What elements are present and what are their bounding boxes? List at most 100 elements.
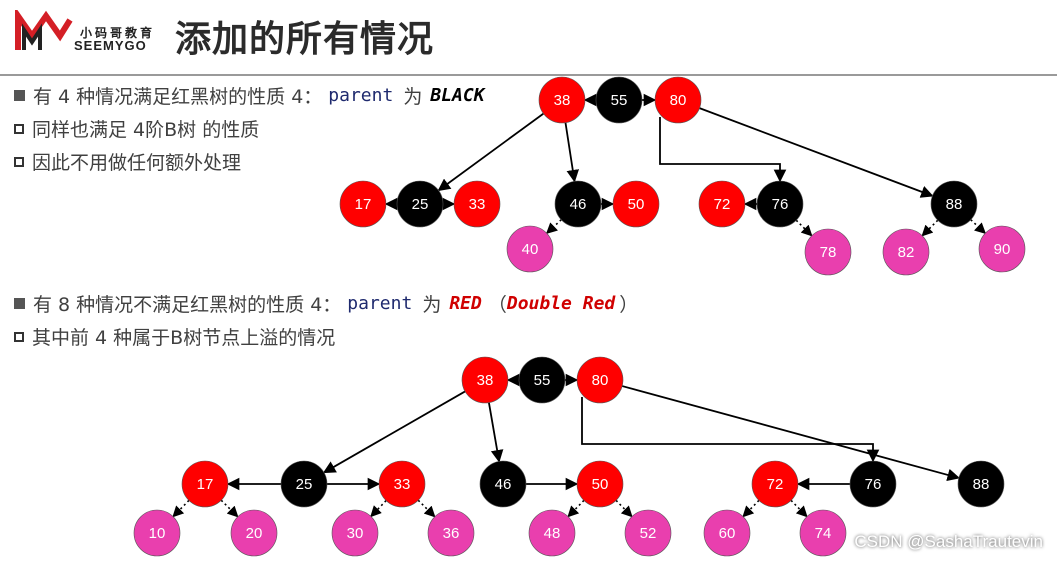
tree2-node-30: 30 xyxy=(331,509,379,557)
tree2-node-label-20: 20 xyxy=(246,525,263,542)
tree2-node-76: 76 xyxy=(849,460,897,508)
tree1-node-55: 55 xyxy=(595,76,643,124)
tree2-node-label-10: 10 xyxy=(149,525,166,542)
tree2-node-20: 20 xyxy=(230,509,278,557)
s2-l1-code: parent xyxy=(347,293,413,314)
tree2-node-circle-33 xyxy=(378,460,426,508)
tree1-node-label-72: 72 xyxy=(714,196,731,213)
edge-b17-to-b20 xyxy=(220,499,239,518)
tree2-node-circle-80 xyxy=(576,356,624,404)
s1-l1-prefix: 有 4 种情况满足红黑树的性质 4： xyxy=(33,86,323,108)
tree2-node-48: 48 xyxy=(528,509,576,557)
tree2-node-circle-30 xyxy=(331,509,379,557)
tree1-node-label-88: 88 xyxy=(946,196,963,213)
tree1-node-label-80: 80 xyxy=(670,92,687,109)
edge-b33-to-b36 xyxy=(417,499,436,518)
tree2-node-label-76: 76 xyxy=(865,476,882,493)
tree2-node-circle-52 xyxy=(624,509,672,557)
tree2-node-label-55: 55 xyxy=(534,372,551,389)
tree2-node-label-72: 72 xyxy=(767,476,784,493)
s1-l1-keyword: BLACK xyxy=(430,85,485,106)
bullet-square-icon xyxy=(14,90,25,101)
tree2-node-50: 50 xyxy=(576,460,624,508)
tree1-node-circle-25 xyxy=(396,180,444,228)
tree2-node-circle-50 xyxy=(576,460,624,508)
tree2-node-label-50: 50 xyxy=(592,476,609,493)
tree1-node-76: 76 xyxy=(756,180,804,228)
hollow-square-icon xyxy=(14,331,24,342)
edge-b72-to-b60 xyxy=(742,499,760,518)
tree2-node-60: 60 xyxy=(703,509,751,557)
edge-a46-to-a40 xyxy=(545,219,562,235)
edge-b33-to-b30 xyxy=(370,500,387,518)
tree1-node-40: 40 xyxy=(506,225,554,273)
tree1-node-label-25: 25 xyxy=(412,196,429,213)
tree1-node-17: 17 xyxy=(339,180,387,228)
edge-a80-to-a88 xyxy=(699,107,934,198)
hollow-square-icon xyxy=(14,123,24,134)
tree2-node-72: 72 xyxy=(751,460,799,508)
tree1-node-circle-78 xyxy=(804,228,852,276)
tree2-node-label-88: 88 xyxy=(973,476,990,493)
tree2-node-10: 10 xyxy=(133,509,181,557)
tree2-node-circle-76 xyxy=(849,460,897,508)
tree1-node-label-38: 38 xyxy=(554,92,571,109)
tree2-node-55: 55 xyxy=(518,356,566,404)
logo-en-text: SEEMYGO xyxy=(74,38,147,53)
bullet-s1-l2: 同样也满足 4阶B树 的性质 xyxy=(14,115,259,142)
tree2-node-circle-25 xyxy=(280,460,328,508)
tree1-node-label-78: 78 xyxy=(820,244,837,261)
tree1-node-50: 50 xyxy=(612,180,660,228)
tree2-node-label-46: 46 xyxy=(495,476,512,493)
tree1-node-25: 25 xyxy=(396,180,444,228)
tree2-node-circle-36 xyxy=(427,509,475,557)
edge-a88-to-a82 xyxy=(921,219,939,237)
s2-l1-prefix: 有 8 种情况不满足红黑树的性质 4： xyxy=(33,294,342,316)
tree1-node-80: 80 xyxy=(654,76,702,124)
tree2-node-circle-38 xyxy=(461,356,509,404)
s1-l1-mid: 为 xyxy=(403,86,423,108)
tree1-node-circle-80 xyxy=(654,76,702,124)
tree2-node-46: 46 xyxy=(479,460,527,508)
bullet-s1-l3: 因此不用做任何额外处理 xyxy=(14,148,241,175)
slide-header: 小码哥教育 SEEMYGO 添加的所有情况 xyxy=(0,0,1057,76)
tree1-node-circle-55 xyxy=(595,76,643,124)
tree1-node-72: 72 xyxy=(698,180,746,228)
tree2-node-circle-74 xyxy=(799,509,847,557)
s1-l3-text: 因此不用做任何额外处理 xyxy=(32,152,242,174)
tree2-node-25: 25 xyxy=(280,460,328,508)
edge-b50-to-b48 xyxy=(567,499,585,518)
tree1-node-label-82: 82 xyxy=(898,244,915,261)
s2-l1-paren-open: （ xyxy=(487,294,507,316)
tree1-node-label-46: 46 xyxy=(570,196,587,213)
tree2-node-label-60: 60 xyxy=(719,525,736,542)
tree1-node-33: 33 xyxy=(453,180,501,228)
tree1-node-circle-72 xyxy=(698,180,746,228)
tree2-node-17: 17 xyxy=(181,460,229,508)
tree2-node-36: 36 xyxy=(427,509,475,557)
s1-l2-text: 同样也满足 4阶B树 的性质 xyxy=(32,119,260,141)
tree1-node-circle-82 xyxy=(882,228,930,276)
tree1-node-88: 88 xyxy=(930,180,978,228)
edge-b50-to-b52 xyxy=(615,499,633,518)
tree2-node-33: 33 xyxy=(378,460,426,508)
tree2-node-circle-55 xyxy=(518,356,566,404)
tree2-node-80: 80 xyxy=(576,356,624,404)
tree2-node-label-25: 25 xyxy=(296,476,313,493)
watermark-text: CSDN @SashaTrautevin xyxy=(854,532,1043,551)
tree1-node-circle-38 xyxy=(538,76,586,124)
tree2-node-circle-46 xyxy=(479,460,527,508)
tree2-node-circle-10 xyxy=(133,509,181,557)
tree2-node-label-74: 74 xyxy=(815,525,832,542)
tree1-node-82: 82 xyxy=(882,228,930,276)
tree2-node-circle-17 xyxy=(181,460,229,508)
s2-l1-mid: 为 xyxy=(422,294,442,316)
s2-l1-keyword: RED xyxy=(449,293,482,314)
tree2-node-circle-72 xyxy=(751,460,799,508)
tree1-node-label-40: 40 xyxy=(522,241,539,258)
header-divider xyxy=(0,74,1057,76)
tree2-node-circle-20 xyxy=(230,509,278,557)
tree1-node-90: 90 xyxy=(978,225,1026,273)
tree2-node-label-17: 17 xyxy=(197,476,214,493)
tree2-node-label-38: 38 xyxy=(477,372,494,389)
